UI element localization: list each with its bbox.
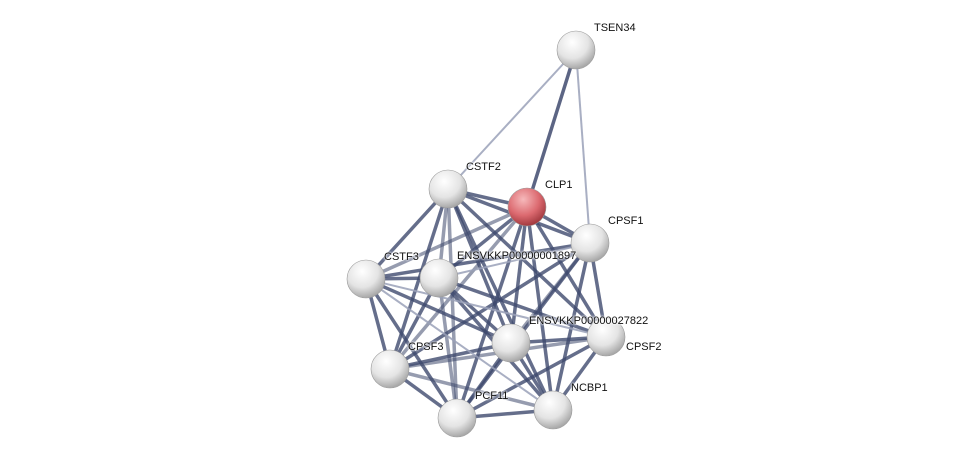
node-label: ENSVKKP00000001897 [457,250,577,262]
edge-TSEN34-CSTF2 [447,49,577,190]
node-label: CSTF3 [384,251,419,263]
edge-CSTF2-PCF11 [446,188,459,419]
edge-TSEN34-CLP1 [525,49,578,208]
node-ensvkkp00000027822[interactable] [491,323,531,363]
edge-CSTF2-CPSF2 [446,187,608,339]
edge-ENSVKKP00000001897-CPSF2 [438,276,607,339]
node-label: CPSF1 [608,215,644,227]
edge-CSTF2-CSTF3 [364,187,450,281]
edge-CPSF1-CSTF3 [365,241,591,281]
node-cpsf3[interactable] [370,349,410,389]
edge-CSTF3-CPSF2 [365,278,607,338]
edge-CPSF3-NCBP1 [389,367,554,412]
node-label: CPSF3 [408,341,444,353]
node-ncbp1[interactable] [533,390,573,430]
node-clp1[interactable] [507,187,547,227]
edge-CSTF3-PCF11 [364,278,459,419]
node-cstf2[interactable] [428,169,468,209]
nodes-layer [346,30,626,438]
node-ensvkkp00000001897[interactable] [419,258,459,298]
node-label: CSTF2 [466,161,501,173]
node-cpsf2[interactable] [586,317,626,357]
edge-CPSF1-CPSF3 [389,241,591,371]
node-label: NCBP1 [571,382,608,394]
node-tsen34[interactable] [556,30,596,70]
node-cstf3[interactable] [346,259,386,299]
edge-CLP1-CSTF3 [365,205,528,281]
edge-ENSVKKP00000001897-CPSF1 [438,242,591,279]
edge-ENSVKKP00000001897-PCF11 [437,277,459,419]
node-pcf11[interactable] [437,398,477,438]
edge-ENSVKKP00000027822-CPSF3 [389,341,512,371]
node-label: CPSF2 [626,341,662,353]
edge-CLP1-CPSF3 [388,205,529,371]
node-label: ENSVKKP00000027822 [529,315,649,327]
node-label: PCF11 [475,390,509,402]
edge-CLP1-PCF11 [455,206,529,419]
edge-CSTF3-NCBP1 [365,278,554,411]
edge-CLP1-ENSVKKP00000027822 [509,206,529,344]
node-label: TSEN34 [594,22,636,34]
edge-TSEN34-CPSF1 [575,49,591,244]
node-label: CLP1 [545,179,573,191]
node-cpsf1[interactable] [570,223,610,263]
